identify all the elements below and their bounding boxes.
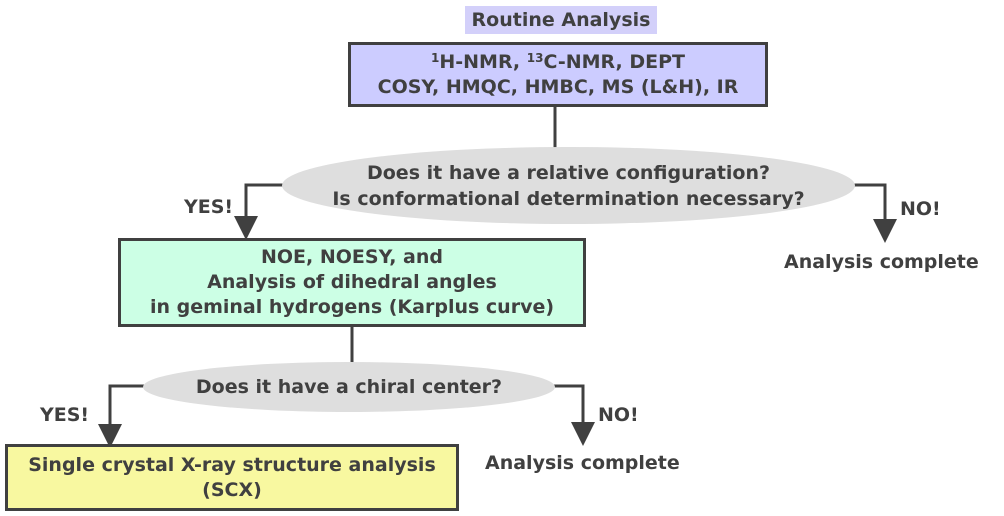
no-label-2: NO! (598, 404, 639, 426)
question2-text: Does it have a chiral center? (195, 376, 503, 398)
noe-line3: in geminal hydrogens (Karplus curve) (149, 296, 555, 318)
analysis-complete-1: Analysis complete (784, 251, 979, 273)
question-relative-configuration: Does it have a relative configuration? I… (282, 147, 855, 224)
routine-line1: 1H-NMR, 13C-NMR, DEPT (431, 50, 685, 75)
connector-q1-no (852, 183, 897, 243)
superscript: 13 (526, 50, 544, 65)
no-label-1: NO! (900, 198, 941, 220)
routine-analysis-title: Routine Analysis (465, 6, 657, 34)
question1-line1: Does it have a relative configuration? (366, 161, 771, 184)
routine-line2: COSY, HMQC, HMBC, MS (L&H), IR (377, 75, 739, 98)
scx-analysis-box: Single crystal X-ray structure analysis … (5, 444, 459, 511)
connector-q2-yes (98, 384, 146, 448)
noe-line1: NOE, NOESY, and (261, 246, 443, 268)
scx-line1: Single crystal X-ray structure analysis (28, 453, 436, 476)
connector-q2-no (553, 384, 595, 446)
superscript: 1 (430, 50, 440, 65)
text: H-NMR, (439, 50, 527, 73)
analysis-complete-2: Analysis complete (485, 452, 680, 474)
scx-line2: (SCX) (202, 478, 262, 501)
routine-analysis-box: 1H-NMR, 13C-NMR, DEPT COSY, HMQC, HMBC, … (348, 42, 768, 107)
text: C-NMR, DEPT (543, 50, 685, 73)
question1-line2: Is conformational determination necessar… (332, 187, 805, 210)
noe-analysis-box: NOE, NOESY, and Analysis of dihedral ang… (118, 238, 586, 327)
yes-label-1: YES! (184, 196, 234, 218)
connector-q1-yes (234, 183, 284, 240)
yes-label-2: YES! (40, 404, 90, 426)
noe-line2: Analysis of dihedral angles (207, 271, 497, 293)
question-chiral-center: Does it have a chiral center? (143, 362, 555, 412)
